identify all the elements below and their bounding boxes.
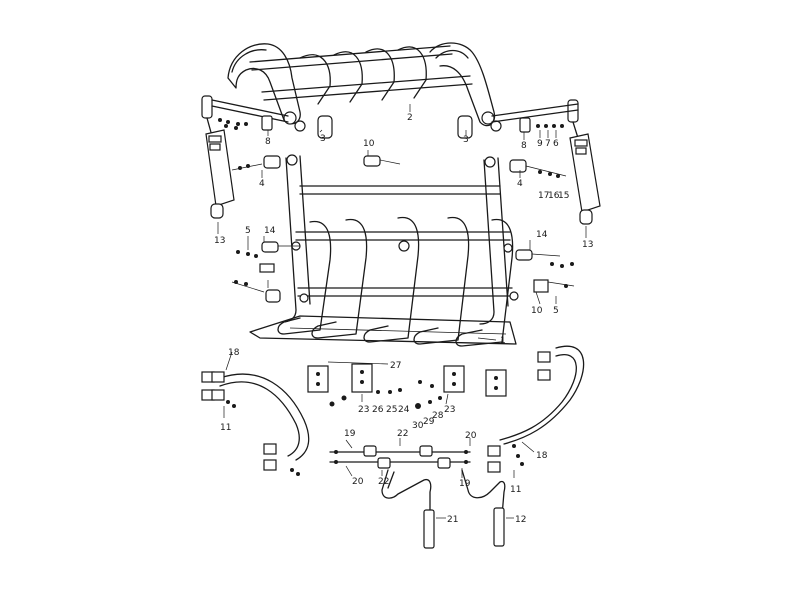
callout-4-right: 4 (517, 179, 523, 189)
callout-28: 28 (432, 411, 444, 421)
right-hydraulic-cylinder (567, 99, 601, 225)
callout-23-left: 23 (358, 405, 369, 415)
hydraulic-hoses (201, 345, 585, 549)
callout-3-left: 3 (320, 134, 326, 144)
callout-29: 29 (423, 417, 435, 427)
callout-30: 30 (412, 421, 424, 431)
callout-1-frame: 1 (500, 336, 506, 346)
callout-23-right: 23 (444, 405, 455, 415)
callout-3-right: 3 (463, 135, 469, 145)
callout-22-bottom: 22 (378, 477, 389, 487)
callout-26: 26 (372, 405, 384, 415)
callout-18-left: 18 (228, 348, 240, 358)
callout-5-right: 5 (553, 306, 559, 316)
callout-17: 17 (538, 191, 549, 201)
callout-19-right: 19 (459, 479, 471, 489)
leader-lines (217, 104, 587, 519)
callout-14-right: 14 (536, 230, 548, 240)
grapple-top-arm (227, 42, 502, 132)
callout-10-top: 10 (363, 139, 375, 149)
callout-19-left: 19 (344, 429, 356, 439)
callout-15: 15 (558, 191, 569, 201)
left-hydraulic-cylinder (201, 95, 235, 219)
callout-6: 6 (553, 139, 559, 149)
callout-9: 9 (537, 139, 543, 149)
callout-5-left: 5 (245, 226, 251, 236)
callout-22-top: 22 (397, 429, 408, 439)
callout-labels: 2 3 3 8 8 9 7 6 4 4 10 17 16 15 13 13 5 … (214, 113, 593, 525)
callout-8-left: 8 (265, 137, 271, 147)
valve-blocks (307, 361, 507, 409)
callout-11-right: 11 (510, 485, 521, 495)
lower-grapple-frame (249, 154, 519, 347)
callout-7: 7 (545, 139, 551, 149)
callout-20-left: 20 (352, 477, 364, 487)
callout-24: 24 (398, 405, 410, 415)
callout-8-right: 8 (521, 141, 527, 151)
callout-16: 16 (548, 191, 560, 201)
callout-27: 27 (390, 361, 401, 371)
callout-25: 25 (386, 405, 397, 415)
callout-4-left: 4 (259, 179, 265, 189)
callout-12: 12 (515, 515, 526, 525)
callout-10-bottom: 10 (531, 306, 543, 316)
pins-and-hardware (218, 115, 575, 303)
callout-14-left: 14 (264, 226, 276, 236)
callout-13-right: 13 (582, 240, 593, 250)
callout-11-left: 11 (220, 423, 231, 433)
callout-21: 21 (447, 515, 458, 525)
callout-20-right: 20 (465, 431, 477, 441)
callout-18-right: 18 (536, 451, 548, 461)
callout-13-left: 13 (214, 236, 225, 246)
callout-2-arm: 2 (407, 113, 413, 123)
